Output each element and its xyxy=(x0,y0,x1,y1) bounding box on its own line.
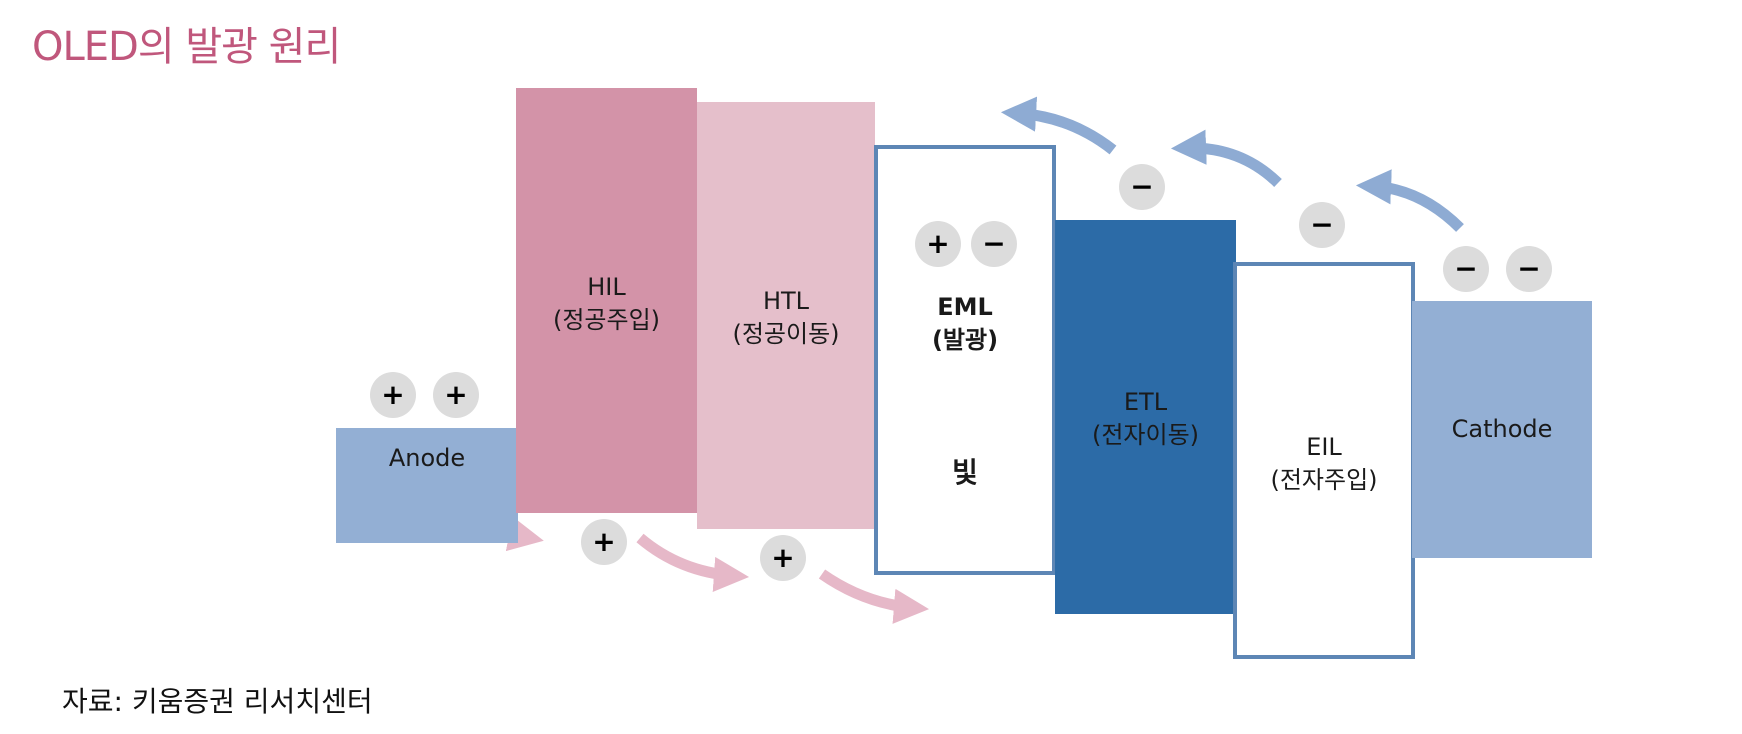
hole-charge: + xyxy=(915,221,961,267)
eil-label: EIL xyxy=(1306,433,1342,461)
hil-label: HIL xyxy=(587,273,626,301)
hil-desc: (정공주입) xyxy=(552,306,661,334)
hil-layer: HIL (정공주입) xyxy=(516,88,697,513)
electron-charge: − xyxy=(1443,246,1489,292)
etl-desc: (전자이동) xyxy=(1091,421,1200,449)
hole-arrow-htl-eml xyxy=(818,569,930,624)
eml-label: EML xyxy=(937,293,993,321)
hole-charge: + xyxy=(370,372,416,418)
source-note: 자료: 키움증권 리서치센터 xyxy=(62,685,373,718)
etl-label: ETL xyxy=(1123,388,1168,416)
cathode-layer: Cathode xyxy=(1412,301,1592,558)
electron-arrow-cathode-eil xyxy=(1355,169,1464,232)
electron-arrow-eil-etl xyxy=(1170,129,1282,187)
eml-desc: (발광) xyxy=(931,326,999,354)
anode-layer: Anode xyxy=(336,428,518,543)
cathode-label: Cathode xyxy=(1451,415,1553,443)
eml-layer: EML (발광) 빛 xyxy=(874,145,1056,575)
electron-charge: − xyxy=(1119,164,1165,210)
eil-layer: EIL (전자주입) xyxy=(1233,262,1415,659)
hole-charge: + xyxy=(760,535,806,581)
htl-layer: HTL (정공이동) xyxy=(697,102,875,529)
light-label: 빛 xyxy=(952,456,978,489)
electron-charge: − xyxy=(1299,202,1345,248)
hole-arrow-hil-htl xyxy=(636,533,750,593)
anode-label: Anode xyxy=(388,444,466,472)
electron-charge: − xyxy=(971,221,1017,267)
eil-desc: (전자주입) xyxy=(1270,466,1378,494)
htl-desc: (정공이동) xyxy=(732,320,840,348)
electron-charge: − xyxy=(1506,246,1552,292)
hole-charge: + xyxy=(581,519,627,565)
electron-arrow-etl-eml xyxy=(1000,96,1117,155)
etl-layer: ETL (전자이동) xyxy=(1055,220,1236,614)
page-title: OLED의 발광 원리 xyxy=(32,24,341,70)
hole-charge: + xyxy=(433,372,479,418)
htl-label: HTL xyxy=(762,287,810,315)
